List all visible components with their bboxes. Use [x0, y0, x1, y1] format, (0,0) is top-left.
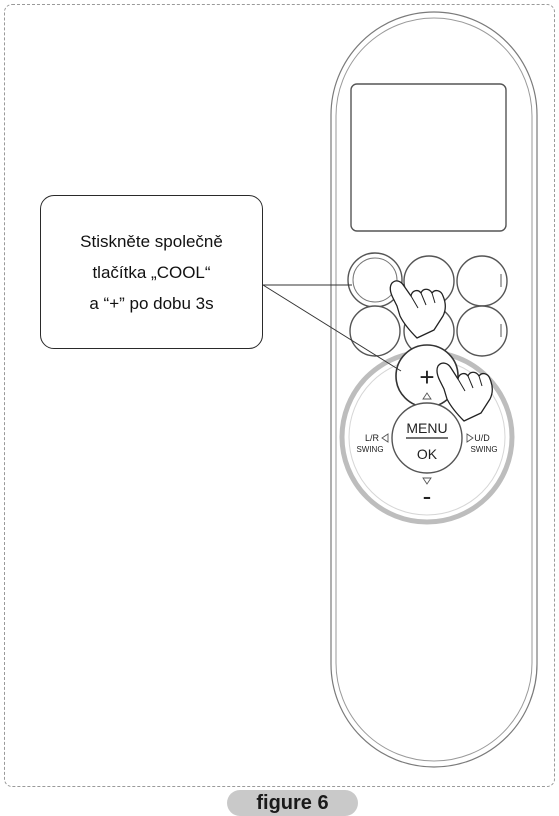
lr-swing-label-2: SWING	[356, 445, 383, 454]
remote-body-inner	[335, 17, 533, 762]
hand-pointer-icon	[436, 362, 493, 422]
left-arrow-icon	[381, 433, 389, 443]
right-arrow-icon	[466, 433, 474, 443]
minus-label[interactable]: -	[423, 481, 432, 511]
ud-swing-label-2: SWING	[470, 445, 497, 454]
turbo-button[interactable]	[456, 305, 508, 357]
fan-button[interactable]	[456, 255, 508, 307]
up-arrow-icon	[422, 392, 432, 400]
lr-swing-label: L/R	[365, 433, 380, 443]
down-arrow-icon	[422, 477, 432, 485]
figure-frame	[4, 4, 555, 787]
instruction-callout: Stiskněte společně tlačítka „COOL“ a “+”…	[40, 195, 263, 349]
hand-pointer-icon	[389, 280, 446, 339]
hand-pointer-detail	[410, 292, 436, 309]
cool-button-inner	[352, 257, 398, 303]
remote-display	[350, 83, 507, 232]
ud-swing-label: U/D	[474, 433, 490, 443]
plus-label: +	[419, 362, 434, 392]
sleep-button[interactable]	[349, 305, 401, 357]
menu-label: MENU	[406, 420, 447, 436]
ok-label: OK	[417, 446, 438, 462]
callout-line-2: tlačítka „COOL“	[92, 262, 211, 282]
leader-line-plus	[262, 284, 402, 372]
callout-line-1: Stiskněte společně	[80, 231, 223, 251]
figure-caption: figure 6	[227, 790, 358, 816]
callout-line-3: a “+” po dobu 3s	[89, 293, 214, 313]
hand-pointer-detail	[457, 375, 483, 392]
